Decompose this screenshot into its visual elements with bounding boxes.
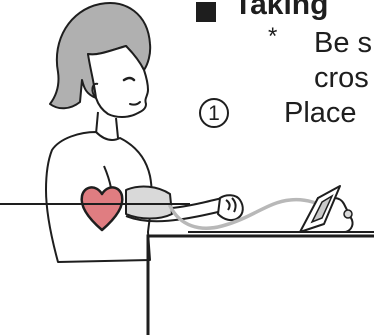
arm-cuff: [126, 187, 172, 219]
monitor-button: [344, 210, 352, 218]
table: [148, 236, 374, 335]
hand: [218, 195, 243, 220]
